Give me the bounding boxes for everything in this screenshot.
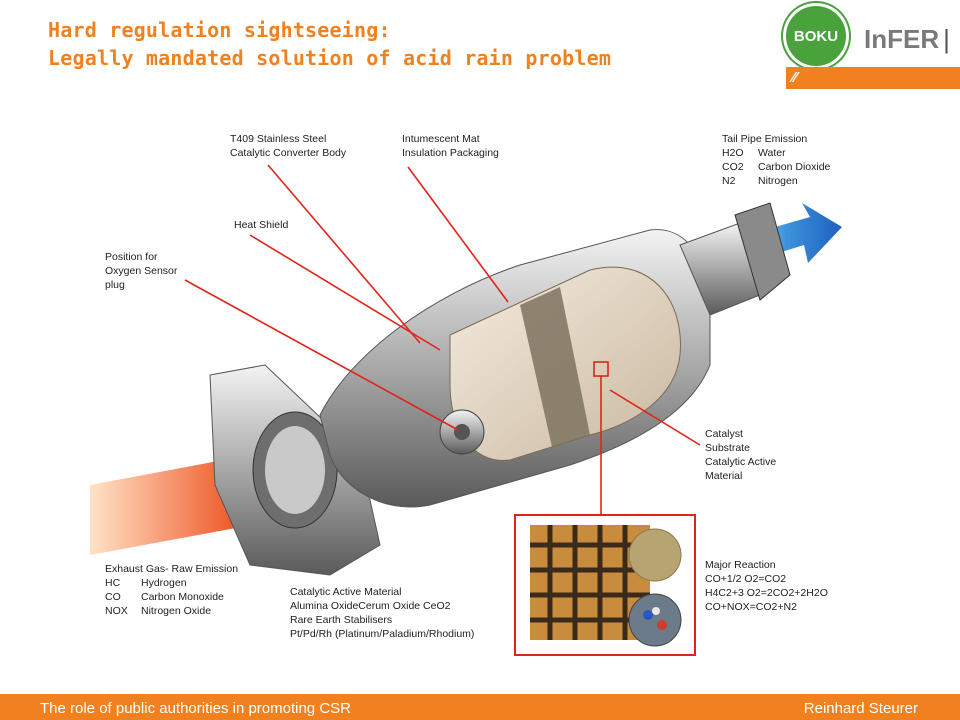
label-text: Catalytic Active [705,456,777,468]
label-text: Carbon Dioxide [758,161,831,173]
label-catalyst: Catalyst Substrate Catalytic Active Mate… [705,427,776,483]
label-text: CO+1/2 O2=CO2 [705,573,787,585]
label-text: HC [105,577,121,589]
label-oxygen-sensor: Position for Oxygen Sensor plug [105,250,177,292]
footer-topic: The role of public authorities in promot… [40,700,351,717]
label-text: plug [105,279,125,291]
label-text: Catalyst [705,428,743,440]
label-text: Substrate [705,442,750,454]
label-text: Rare Earth Stabilisers [290,614,393,626]
pointer-heatshield [249,234,441,351]
label-text: Catalytic Active Material [290,586,402,598]
boku-logo: BOKU [786,6,846,66]
label-text: Pt/Pd/Rh (Platinum/Paladium/Rhodium) [290,628,475,640]
label-text: Water [758,147,786,159]
label-text: Tail Pipe Emission [722,133,808,145]
exhaust-row: HC Hydrogen [105,576,238,590]
label-text: Insulation Packaging [402,147,499,159]
tailpipe-row: CO2 Carbon Dioxide [722,160,830,174]
header-orange-band: ⁄⁄ [786,67,960,89]
label-text: CO [105,591,121,603]
label-text: Intumescent Mat [402,133,480,145]
label-text: Oxygen Sensor [105,265,178,277]
label-text: N2 [722,175,736,187]
infer-logo-text: InFER [864,24,940,54]
intumescent-mat [520,287,590,447]
tailpipe-row: N2 Nitrogen [722,174,830,188]
label-text: Catalytic Converter Body [230,147,347,159]
converter-illustration [90,164,842,656]
label-text: Major Reaction [705,559,776,571]
label-text: CO2 [722,161,744,173]
precious-metal-detail [628,593,682,647]
slide-title: Hard regulation sightseeing: Legally man… [48,16,611,72]
exhaust-row: CO Carbon Monoxide [105,590,238,604]
label-active-material: Catalytic Active Material Alumina OxideC… [290,585,474,641]
title-line-2: Legally mandated solution of acid rain p… [48,46,612,70]
label-converter-body: T409 Stainless Steel Catalytic Converter… [230,132,346,160]
infer-mark-icon: ⁄⁄ [792,69,798,86]
label-tailpipe-emission: Tail Pipe Emission H2O Water CO2 Carbon Di… [722,132,830,188]
label-text: Hydrogen [141,577,187,589]
washcoat-detail [628,528,682,582]
footer-bar: The role of public authorities in promot… [0,694,960,720]
label-intumescent-mat: Intumescent Mat Insulation Packaging [402,132,499,160]
pointer-mat [407,166,509,303]
catalytic-converter-figure: T409 Stainless Steel Catalytic Converter… [90,125,870,660]
label-text: Heat Shield [234,219,289,231]
label-text: T409 Stainless Steel [230,133,327,145]
label-text: Nitrogen Oxide [141,605,212,617]
infer-logo: InFER| [864,24,950,55]
label-text: CO+NOX=CO2+N2 [705,601,797,613]
pointer-sensor [184,279,459,431]
label-major-reaction: Major Reaction CO+1/2 O2=CO2 H4C2+3 O2=2… [705,558,828,614]
label-heat-shield: Heat Shield [234,218,288,232]
label-text: H4C2+3 O2=2CO2+2H2O [705,587,828,599]
label-text: Material [705,470,743,482]
label-text: NOX [105,605,128,617]
label-text: Nitrogen [758,175,798,187]
pointer-catalyst [609,389,701,446]
logo-area: BOKU InFER| [786,6,960,90]
title-line-1: Hard regulation sightseeing: [48,18,391,42]
label-text: Alumina OxideCerum Oxide CeO2 [290,600,451,612]
pointer-body [267,164,421,344]
label-text: Carbon Monoxide [141,591,224,603]
label-text: Exhaust Gas- Raw Emission [105,563,239,575]
infer-separator: | [943,24,950,54]
exhaust-row: NOX Nitrogen Oxide [105,604,238,618]
footer-author: Reinhard Steurer [803,700,918,717]
label-text: H2O [722,147,744,159]
label-text: Position for [105,251,158,263]
outlet-flange [734,202,791,301]
tailpipe-row: H2O Water [722,146,830,160]
